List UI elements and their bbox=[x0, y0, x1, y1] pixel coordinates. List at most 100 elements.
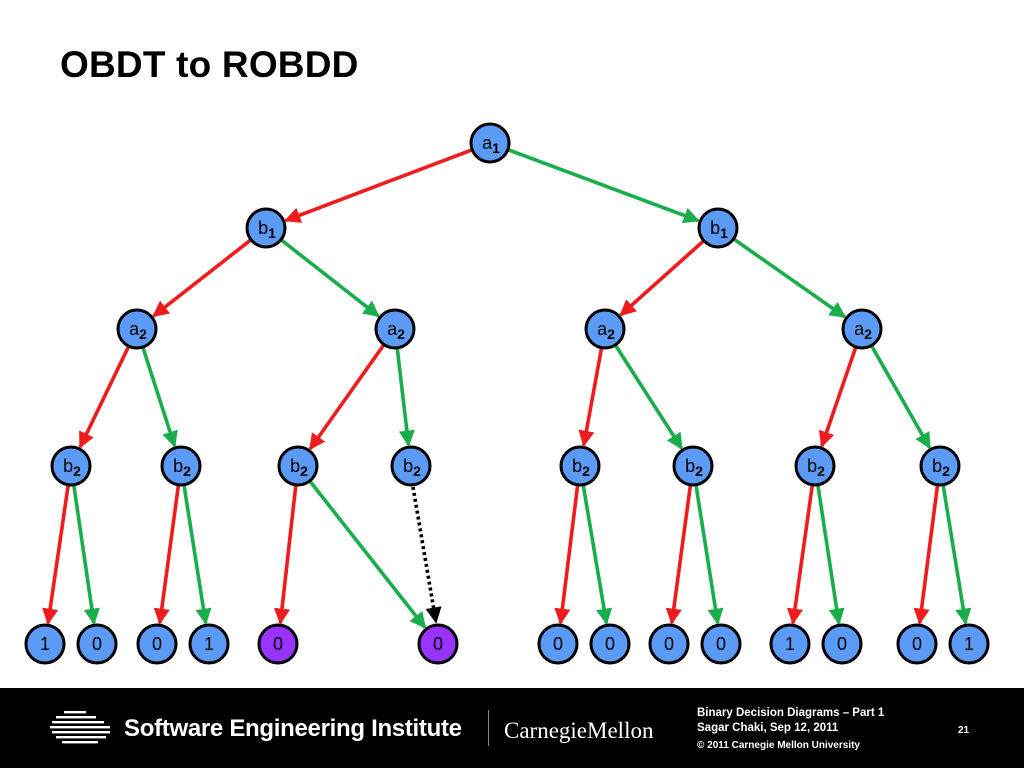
terminal-circle bbox=[700, 623, 742, 665]
footer-bar: Software Engineering Institute CarnegieM… bbox=[0, 688, 1024, 768]
terminal-value: 0 bbox=[605, 634, 615, 654]
high-edge-n15-t14 bbox=[941, 483, 972, 625]
terminal-circle bbox=[417, 623, 459, 665]
footer-divider bbox=[488, 710, 489, 746]
node-subscript: 2 bbox=[695, 463, 703, 479]
node-label: a2 bbox=[597, 319, 615, 342]
low-edge-n15-t13 bbox=[913, 483, 940, 625]
low-edge-n3-n6 bbox=[619, 238, 706, 317]
deck-title: Binary Decision Diagrams – Part 1 bbox=[697, 707, 885, 719]
terminal-value: 0 bbox=[553, 634, 563, 654]
low-edge-n5-n10 bbox=[308, 342, 387, 451]
node-subscript: 1 bbox=[268, 225, 276, 241]
decision-node: a2 bbox=[374, 308, 416, 350]
node-circle bbox=[697, 207, 739, 249]
high-edge-n1-n3 bbox=[506, 147, 700, 224]
node-label: a2 bbox=[854, 319, 872, 342]
terminal-value: 0 bbox=[152, 634, 162, 654]
terminal-node: 1 bbox=[948, 623, 990, 665]
cmu-wordmark: CarnegieMellon bbox=[504, 718, 654, 743]
high-edge-n2-n5 bbox=[279, 237, 380, 318]
node-subscript: 2 bbox=[397, 326, 405, 342]
decision-node: a2 bbox=[584, 308, 626, 350]
node-circle bbox=[672, 445, 714, 487]
node-var: a bbox=[597, 319, 608, 339]
high-edge-n6-n13 bbox=[613, 343, 684, 450]
terminal-node: 0 bbox=[589, 623, 631, 665]
node-circle bbox=[245, 207, 287, 249]
decision-node: b2 bbox=[919, 445, 961, 487]
node-circle bbox=[794, 445, 836, 487]
footer-deck-info: Binary Decision Diagrams – Part 1 Sagar … bbox=[697, 706, 884, 736]
node-label: a2 bbox=[387, 319, 405, 342]
high-edge-n5-n11 bbox=[395, 346, 415, 447]
terminal-value: 1 bbox=[40, 634, 50, 654]
terminal-value: 0 bbox=[837, 634, 847, 654]
node-circle bbox=[116, 308, 158, 350]
high-edge-n7-n15 bbox=[869, 343, 932, 450]
node-var: b bbox=[932, 456, 942, 476]
edges-layer bbox=[42, 147, 972, 629]
terminal-node: 0 bbox=[821, 623, 863, 665]
node-var: b bbox=[710, 218, 720, 238]
decision-node: b2 bbox=[794, 445, 836, 487]
node-label: b1 bbox=[710, 218, 728, 241]
terminal-circle bbox=[896, 623, 938, 665]
node-subscript: 1 bbox=[720, 225, 728, 241]
node-subscript: 2 bbox=[817, 463, 825, 479]
decision-node: a1 bbox=[469, 122, 511, 164]
node-circle bbox=[919, 445, 961, 487]
node-subscript: 2 bbox=[183, 463, 191, 479]
terminal-circle bbox=[648, 623, 690, 665]
low-edge-n13-t9 bbox=[665, 483, 693, 625]
high-edge-n13-t10 bbox=[694, 483, 724, 625]
terminal-circle bbox=[537, 623, 579, 665]
node-label: b2 bbox=[932, 456, 950, 479]
low-edge-n4-n8 bbox=[78, 344, 131, 449]
low-edge-n12-t7 bbox=[554, 483, 580, 625]
node-label: b2 bbox=[63, 456, 81, 479]
node-circle bbox=[584, 308, 626, 350]
terminal-node: 0 bbox=[648, 623, 690, 665]
copyright: © 2011 Carnegie Mellon University bbox=[697, 740, 860, 751]
high-edge-n14-t12 bbox=[815, 483, 845, 625]
sei-wordmark: Software Engineering Institute bbox=[124, 715, 462, 742]
decision-node: b1 bbox=[245, 207, 287, 249]
node-label: b2 bbox=[403, 456, 421, 479]
node-subscript: 2 bbox=[607, 326, 615, 342]
high-edge-n12-t8 bbox=[581, 483, 613, 625]
low-edge-n9-t3 bbox=[153, 483, 181, 625]
terminal-circle bbox=[948, 623, 990, 665]
terminal-circle bbox=[76, 623, 118, 665]
decision-node: b2 bbox=[277, 445, 319, 487]
node-var: b bbox=[403, 456, 413, 476]
terminal-node: 1 bbox=[769, 623, 811, 665]
terminal-node: 0 bbox=[537, 623, 579, 665]
terminal-circle bbox=[257, 623, 299, 665]
decision-node: a2 bbox=[841, 308, 883, 350]
terminal-value: 0 bbox=[716, 634, 726, 654]
terminal-value: 0 bbox=[273, 634, 283, 654]
low-edge-n7-n14 bbox=[818, 345, 858, 448]
decision-node: b2 bbox=[672, 445, 714, 487]
node-subscript: 2 bbox=[864, 326, 872, 342]
terminal-value: 0 bbox=[664, 634, 674, 654]
sei-logo-icon bbox=[50, 711, 110, 744]
high-edge-n8-t2 bbox=[71, 483, 100, 625]
node-label: b1 bbox=[258, 218, 276, 241]
node-subscript: 2 bbox=[73, 463, 81, 479]
node-label: b2 bbox=[572, 456, 590, 479]
high-edge-n4-n9 bbox=[140, 345, 178, 448]
node-circle bbox=[559, 445, 601, 487]
node-circle bbox=[841, 308, 883, 350]
terminal-circle bbox=[136, 623, 178, 665]
terminal-circle bbox=[24, 623, 66, 665]
node-circle bbox=[374, 308, 416, 350]
node-label: b2 bbox=[807, 456, 825, 479]
page-number: 21 bbox=[958, 725, 970, 736]
node-label: a2 bbox=[129, 319, 147, 342]
terminal-value: 1 bbox=[964, 634, 974, 654]
terminal-value: 0 bbox=[912, 634, 922, 654]
node-var: b bbox=[63, 456, 73, 476]
node-subscript: 2 bbox=[413, 463, 421, 479]
